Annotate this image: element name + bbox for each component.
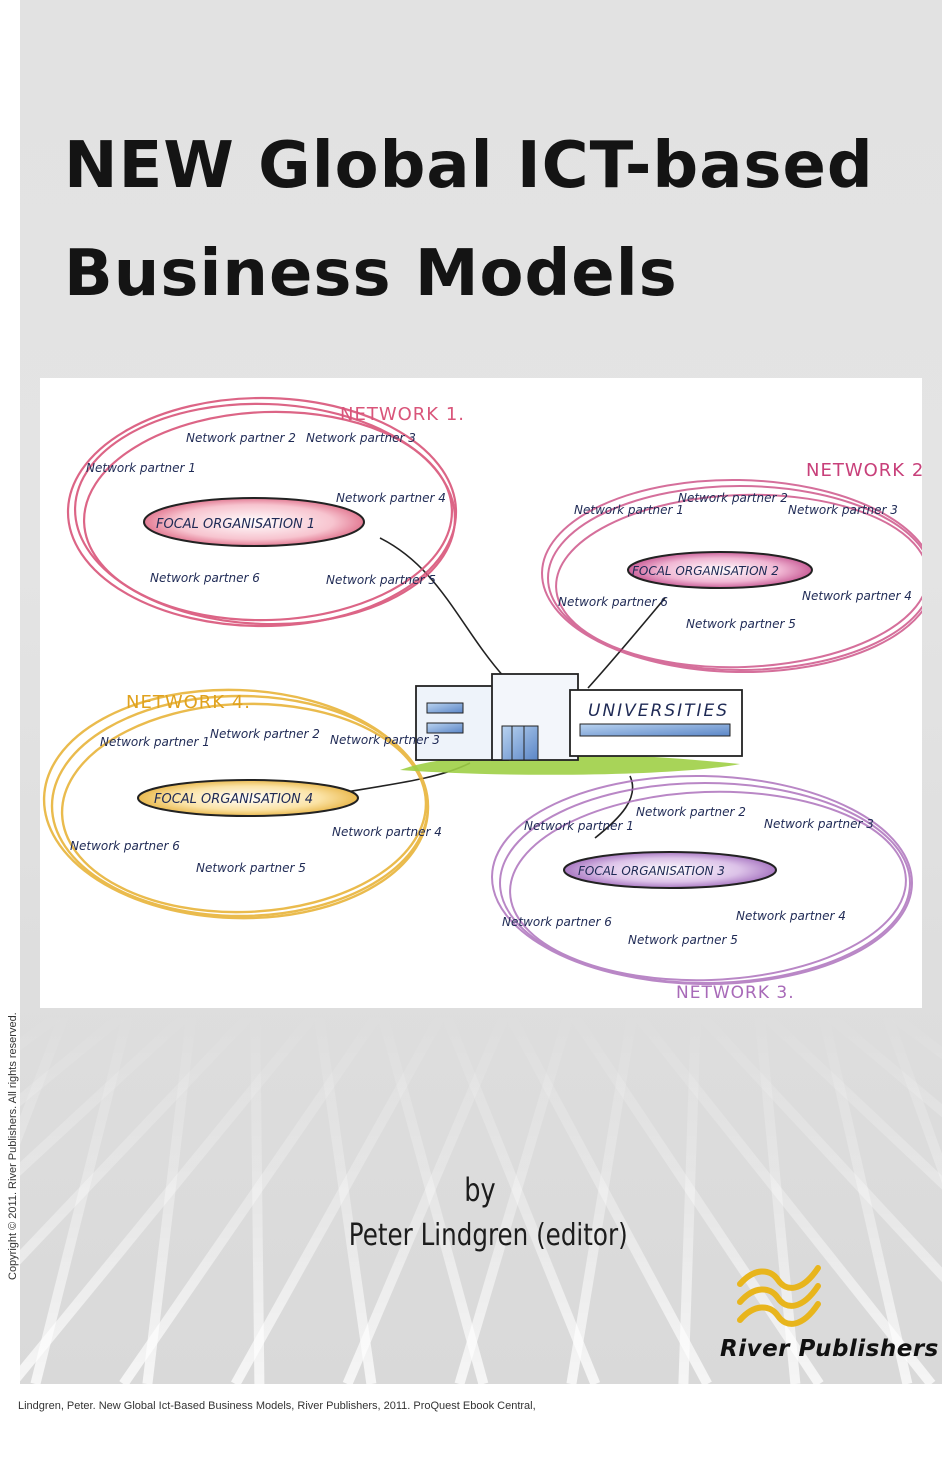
publisher-logo: River Publishers (714, 1262, 938, 1372)
network-1-partner-5: Network partner 5 (326, 573, 436, 587)
focal-organisation-4-label: FOCAL ORGANISATION 4 (154, 792, 313, 807)
grid-line (20, 1006, 259, 1265)
grid-line (20, 1006, 196, 1176)
network-4-partner-6: Network partner 6 (70, 839, 180, 853)
grid-line (678, 1009, 702, 1384)
network-3-label: NETWORK 3. (676, 983, 795, 1003)
editor-name: Peter Lindgren (editor) (348, 1218, 628, 1253)
grid-line (231, 1007, 449, 1384)
grid-line (20, 1006, 133, 1107)
network-2-partner-4: Network partner 4 (802, 589, 912, 603)
network-2-label: NETWORK 2. (806, 460, 922, 481)
grid-line (20, 1006, 322, 1382)
book-cover: NEW Global ICT-based Business Models (20, 0, 942, 1384)
network-2-partner-5: Network partner 5 (686, 617, 796, 631)
network-2-partner-6: Network partner 6 (558, 595, 668, 609)
grid-line (20, 1008, 71, 1145)
network-3-partner-4: Network partner 4 (736, 909, 846, 923)
river-waves-icon (737, 1265, 821, 1327)
focal-organisation-2-label: FOCAL ORGANISATION 2 (632, 564, 779, 578)
network-4-partner-4: Network partner 4 (332, 825, 442, 839)
grid-line (566, 1009, 639, 1384)
byline-by: by (464, 1171, 496, 1209)
grid-background (20, 1005, 942, 1384)
network-3-ring (491, 774, 913, 986)
grid-line (880, 1008, 942, 1184)
universities-label: UNIVERSITIES (588, 701, 729, 721)
network-3-partner-2: Network partner 2 (636, 805, 746, 819)
network-1-partner-4: Network partner 4 (336, 491, 446, 505)
citation: Lindgren, Peter. New Global Ict-Based Bu… (18, 1400, 536, 1412)
focal-organisation-2-ellipse (627, 551, 813, 589)
focal-organisation-3-label: FOCAL ORGANISATION 3 (578, 864, 725, 878)
grid-line (817, 1008, 913, 1384)
publisher-name: River Publishers (720, 1336, 939, 1362)
university-building (400, 673, 743, 775)
grid-line (755, 1006, 942, 1190)
book-title-line-1: NEW Global ICT-based (64, 129, 874, 203)
network-2-partner-1: Network partner 1 (574, 503, 684, 517)
side-copyright: Copyright © 2011. River Publishers. All … (7, 1012, 19, 1280)
network-2-partner-2: Network partner 2 (678, 491, 788, 505)
network-1-partner-3: Network partner 3 (306, 431, 416, 445)
grid-line (342, 1008, 512, 1384)
network-3-partner-5: Network partner 5 (628, 933, 738, 947)
network-3-partner-6: Network partner 6 (502, 915, 612, 929)
diagram-labels: UNIVERSITIES NETWORK 1. FOCAL ORGANISATI… (70, 404, 922, 1003)
network-4-partner-1: Network partner 1 (100, 735, 210, 749)
network-1-ring (66, 396, 458, 628)
book-title-line-2: Business Models (64, 237, 678, 311)
focal-organisation-1-ellipse (143, 497, 365, 547)
network-2-ring (541, 478, 922, 674)
network-4-ring (42, 688, 430, 920)
network-diagram: UNIVERSITIES NETWORK 1. FOCAL ORGANISATI… (40, 378, 922, 1008)
grid-line (119, 1007, 386, 1384)
network-4-partner-3: Network partner 3 (330, 733, 440, 747)
focal-organisation-3-ellipse (563, 851, 777, 889)
focal-organisation-1-label: FOCAL ORGANISATION 1 (156, 517, 315, 532)
network-1-partner-2: Network partner 2 (186, 431, 296, 445)
network-3-partner-1: Network partner 1 (524, 819, 634, 833)
book-title: NEW Global ICT-based Business Models (64, 112, 924, 328)
focal-organisation-4-ellipse (137, 779, 359, 817)
network-1-partner-6: Network partner 6 (150, 571, 260, 585)
network-1-partner-1: Network partner 1 (86, 461, 196, 475)
network-3-partner-3: Network partner 3 (764, 817, 874, 831)
network-4-partner-5: Network partner 5 (196, 861, 306, 875)
network-4-partner-2: Network partner 2 (210, 727, 320, 741)
grid-line (454, 1008, 575, 1384)
network-1-label: NETWORK 1. (340, 404, 465, 425)
byline: by Peter Lindgren (editor) (320, 1168, 640, 1260)
network-diagram-svg: UNIVERSITIES NETWORK 1. FOCAL ORGANISATI… (42, 396, 922, 1003)
network-4-label: NETWORK 4. (126, 692, 251, 713)
network-2-partner-3: Network partner 3 (788, 503, 898, 517)
grid-line (818, 1006, 942, 1118)
